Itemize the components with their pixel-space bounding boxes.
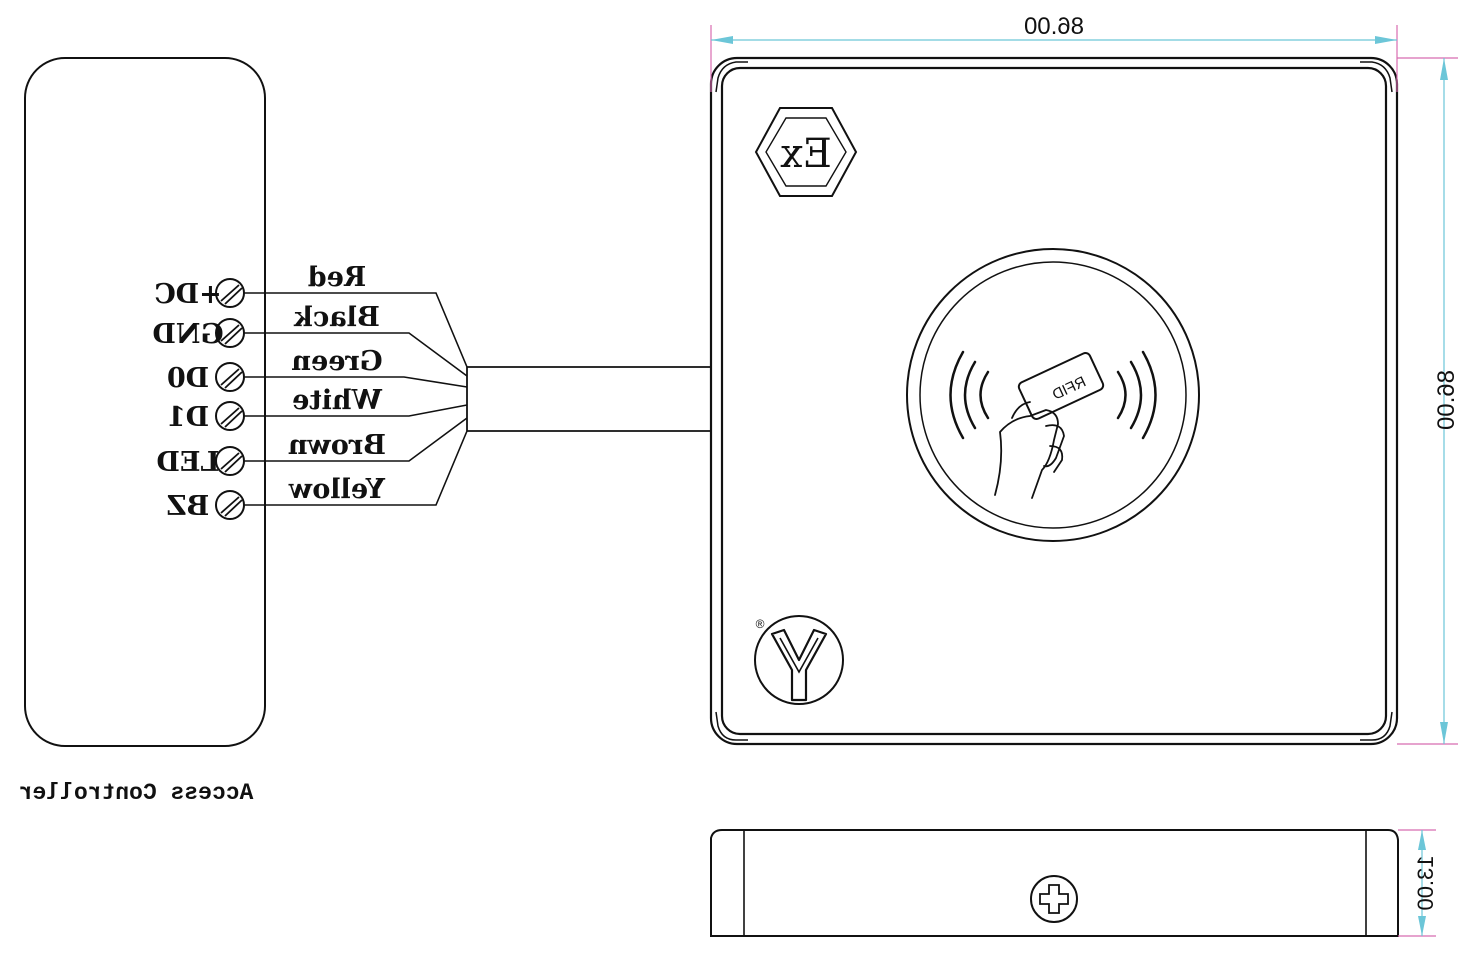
wire-black — [244, 332, 468, 377]
terminal-label-d0: D0 — [167, 363, 209, 394]
brand-logo: ® — [754, 615, 844, 705]
reader-outer-frame — [709, 56, 1399, 746]
corner-bevel-br — [1360, 711, 1393, 741]
terminal-label-dc: +DC — [154, 279, 222, 310]
wire-yellow — [244, 430, 468, 506]
logo-y-icon — [770, 628, 828, 702]
controller-caption: Access Controller — [19, 780, 254, 806]
terminal-slot-d0 — [224, 371, 243, 389]
terminal-label-d1: D1 — [167, 402, 209, 433]
wave-right-icon — [1116, 350, 1157, 440]
card-text: RFID — [1050, 373, 1089, 403]
controller-body — [24, 57, 266, 747]
rfid-outer-ring — [906, 248, 1200, 542]
width-dimension-label: 86.00 — [1024, 13, 1084, 40]
screw-icon — [1030, 875, 1078, 923]
depth-dimension: 13.00 — [1398, 829, 1438, 937]
reader-side-view: 13.00 — [710, 829, 1438, 937]
corner-bevel-tl — [715, 61, 748, 93]
wire-white — [244, 404, 468, 417]
terminal-slot-dc — [220, 284, 240, 302]
height-dimension-label: 86.00 — [1433, 370, 1460, 430]
wire-label-red: Red — [308, 262, 367, 293]
logo-registered-mark: ® — [756, 617, 765, 631]
terminal-slot-dc — [224, 287, 243, 305]
side-body-outline — [710, 829, 1399, 937]
wire-brown — [244, 417, 468, 462]
terminal-label-bz: BZ — [167, 491, 210, 522]
wire-lines — [244, 292, 468, 506]
reader-inner-panel — [720, 66, 1388, 736]
rfid-read-zone: RFID — [906, 248, 1200, 542]
height-dimension: 86.00 — [1397, 57, 1460, 745]
ex-mark-text: Ex — [780, 131, 832, 177]
reader-front-view: Ex RFID — [709, 13, 1460, 746]
wave-left-icon — [949, 350, 990, 440]
hand-icon — [994, 401, 1065, 499]
wire-label-brown: Brown — [288, 430, 386, 461]
wire-label-green: Green — [291, 346, 383, 377]
terminal-slot-d1 — [224, 410, 243, 428]
corner-bevel-bl — [715, 711, 748, 741]
wire-label-black: Black — [293, 302, 380, 333]
wire-label-white: White — [292, 385, 383, 416]
terminal-slot-bz — [224, 499, 243, 517]
terminal-slot-gnd — [224, 327, 243, 345]
terminal-slot-d1 — [220, 407, 240, 425]
rfid-card-icon: RFID — [1017, 352, 1105, 420]
terminal-slot-led — [220, 452, 240, 470]
terminal-label-led: LED — [157, 447, 220, 478]
terminal-slot-led — [224, 455, 243, 473]
rfid-inner-ring — [919, 261, 1187, 529]
wire-label-yellow: Yellow — [288, 474, 386, 505]
terminal-slot-gnd — [220, 324, 240, 342]
terminal-slot-bz — [220, 496, 240, 514]
wire-red — [244, 292, 468, 368]
width-dimension: 86.00 — [710, 13, 1398, 92]
ex-certification-mark: Ex — [754, 107, 858, 197]
depth-dimension-label: 13.00 — [1413, 855, 1438, 910]
corner-bevel-tr — [1360, 61, 1393, 93]
terminal-label-gnd: GND — [152, 319, 223, 350]
wire-green — [244, 376, 468, 388]
terminal-slot-d0 — [220, 368, 240, 386]
